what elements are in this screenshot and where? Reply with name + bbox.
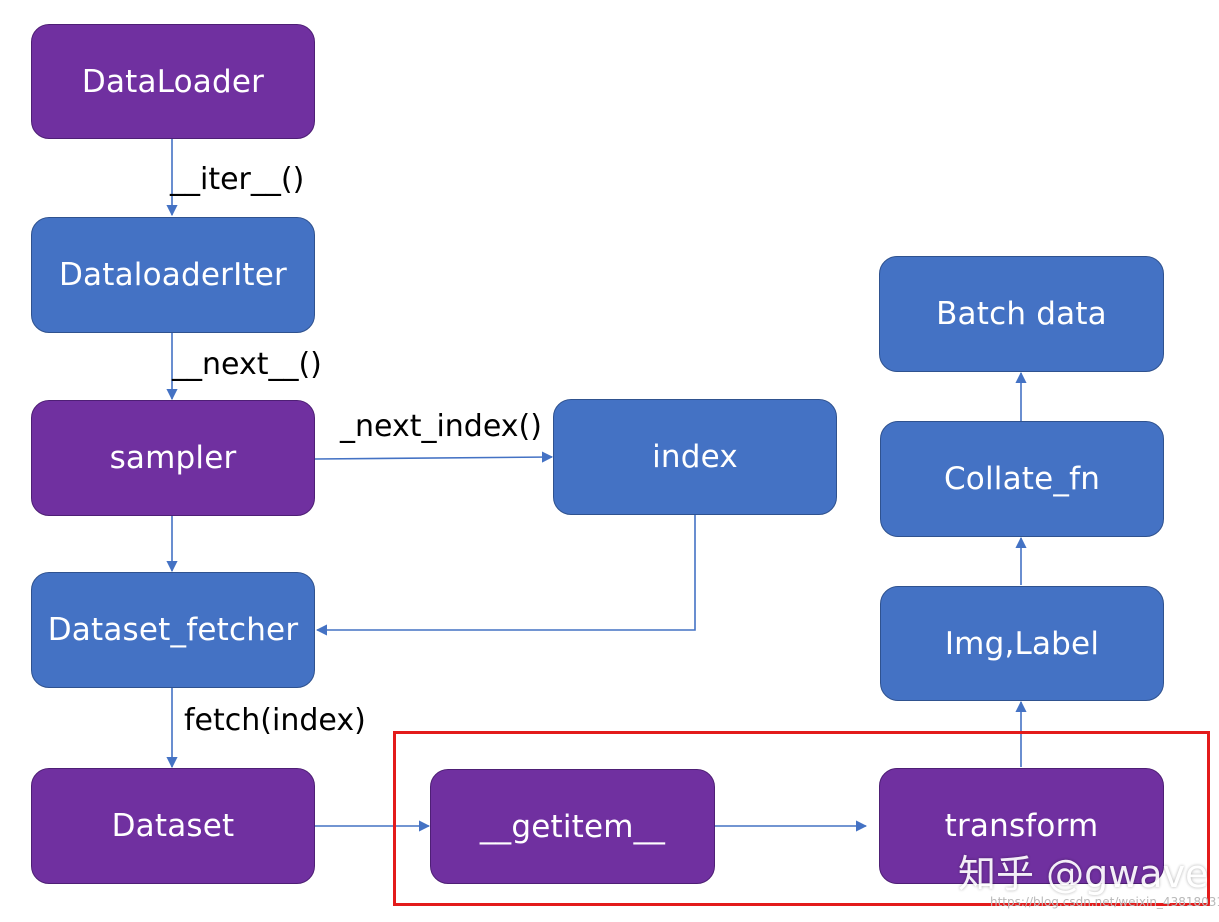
img-label-node: Img,Label — [880, 586, 1164, 701]
iter-edge-label: __iter__() — [170, 162, 305, 197]
next-index-edge-label: _next_index() — [340, 409, 542, 444]
sampler-node: sampler — [31, 400, 315, 516]
batch-data-node: Batch data — [879, 256, 1164, 372]
dataloader-iter-node: DataloaderIter — [31, 217, 315, 333]
arrow-sampler-to-index — [314, 451, 554, 463]
watermark-text: 知乎 @gwave — [958, 852, 1209, 896]
dataset-node: Dataset — [31, 768, 315, 884]
fetch-edge-label: fetch(index) — [184, 703, 366, 738]
transform-node: transform — [879, 768, 1164, 884]
dataset-fetcher-node: Dataset_fetcher — [31, 572, 315, 688]
highlight-box — [393, 731, 1210, 906]
next-edge-label: __next__() — [172, 347, 322, 382]
watermark-url: https://blog.csdn.net/weixin_43818031 — [990, 895, 1219, 909]
dataloader-node: DataLoader — [31, 24, 315, 139]
getitem-node: __getitem__ — [430, 769, 715, 884]
collate-fn-node: Collate_fn — [880, 421, 1164, 537]
arrow-index-to-fetcher — [315, 515, 696, 636]
index-node: index — [553, 399, 837, 515]
